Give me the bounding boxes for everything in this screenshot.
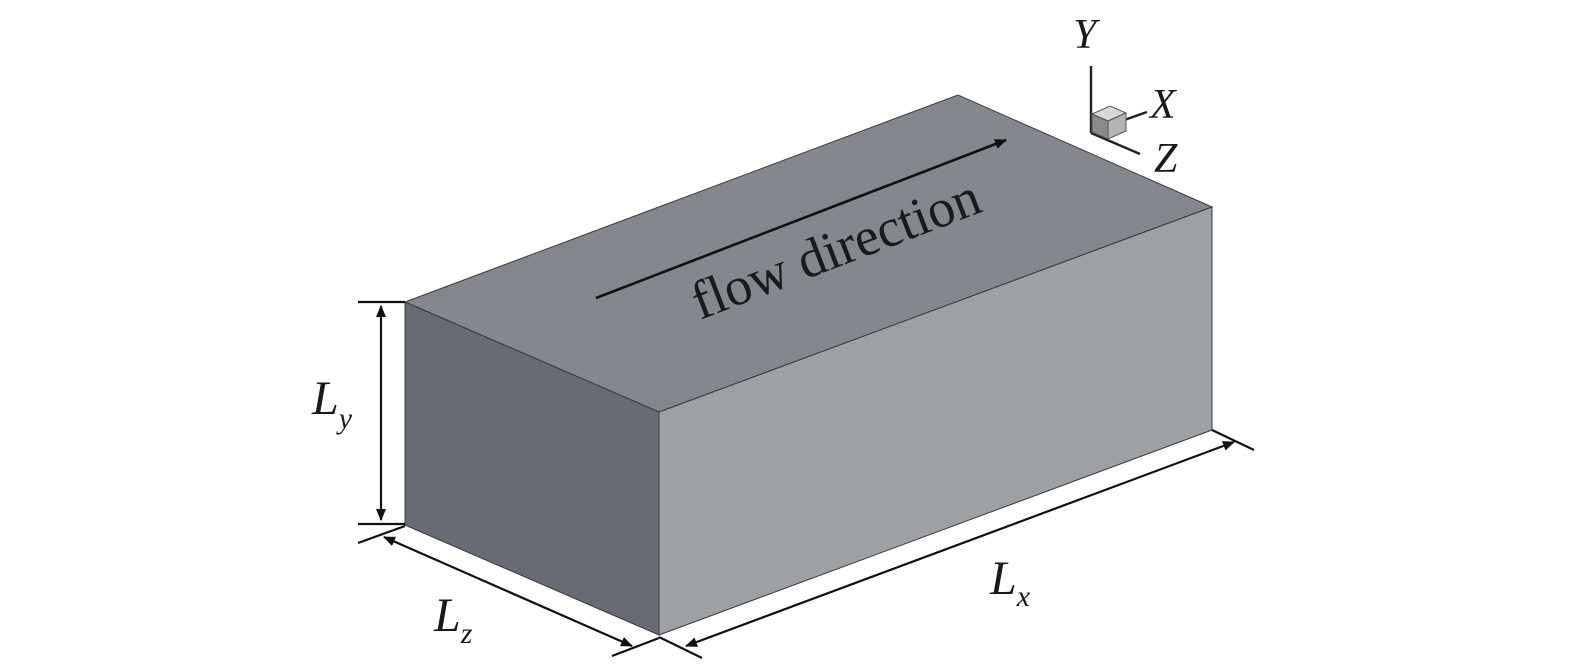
ly-dimension: Ly bbox=[311, 300, 405, 526]
z-axis-label: Z bbox=[1154, 136, 1178, 182]
lz-extension-right bbox=[611, 636, 660, 658]
lx-extension-right bbox=[1211, 429, 1255, 451]
lx-label: Lx bbox=[989, 552, 1031, 613]
z-axis-line bbox=[1090, 131, 1141, 156]
ly-label: Ly bbox=[311, 372, 353, 435]
flow-direction-arrow bbox=[595, 138, 1007, 300]
lz-arrow bbox=[383, 535, 633, 648]
box bbox=[403, 94, 1214, 636]
x-axis-label: X bbox=[1148, 82, 1178, 128]
orientation-cube-icon bbox=[1090, 105, 1128, 140]
lx-extension-left bbox=[658, 636, 703, 659]
axis-triad: Y X Z bbox=[1073, 12, 1178, 182]
lz-extension-left bbox=[357, 524, 406, 545]
y-axis-label: Y bbox=[1073, 12, 1101, 58]
lx-arrow bbox=[685, 440, 1235, 648]
lz-label: Lz bbox=[433, 589, 473, 650]
lx-dimension: Lx bbox=[658, 429, 1255, 659]
lz-dimension: Lz bbox=[357, 524, 660, 658]
